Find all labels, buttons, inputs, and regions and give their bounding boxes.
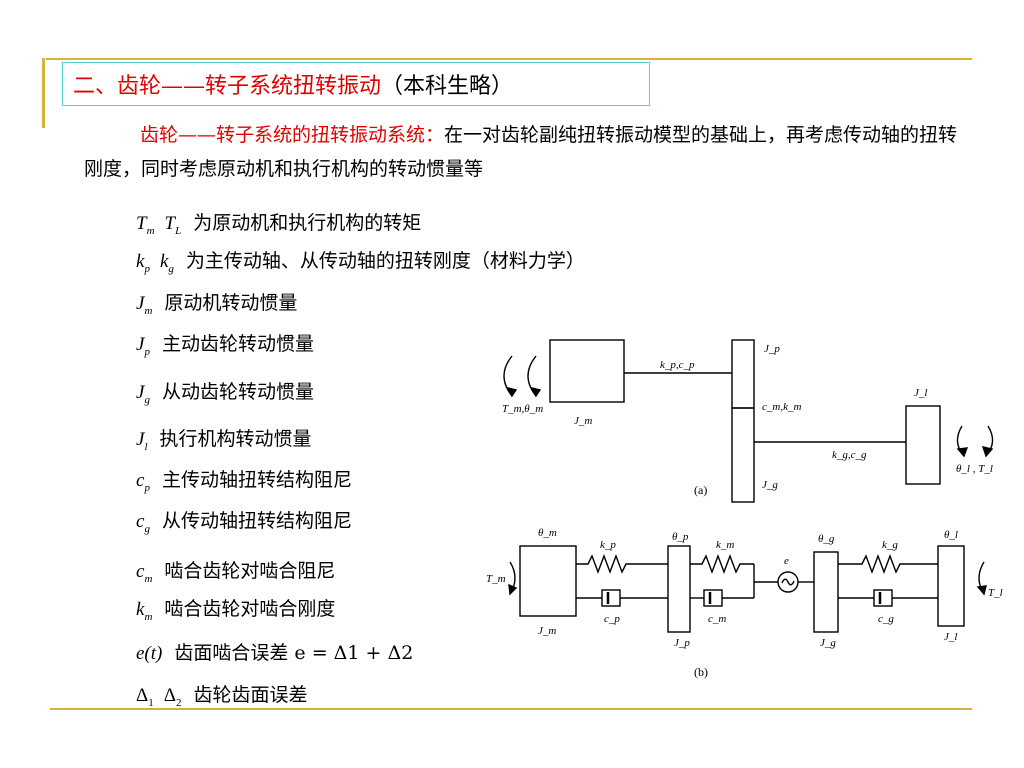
left-rule xyxy=(42,58,45,128)
spring-km-icon xyxy=(690,554,754,574)
label-kg-cg: k_g,c_g xyxy=(832,449,867,461)
definition-symbol: cg xyxy=(136,511,150,535)
definition-symbol: Jl xyxy=(136,429,148,453)
diagram-b xyxy=(508,545,987,633)
definition-symbol: cp xyxy=(136,470,150,494)
label-theta-g: θ_g xyxy=(818,533,835,545)
driving-gear-block xyxy=(667,545,691,633)
label-Jp-a: J_p xyxy=(764,343,780,355)
label-Jm-a: J_m xyxy=(574,415,592,427)
label-cm-b: c_m xyxy=(708,613,726,625)
definition-row: Jm 原动机转动惯量 xyxy=(136,288,297,317)
label-Tl-b: T_l xyxy=(988,587,1003,599)
label-Jp-b: J_p xyxy=(674,637,690,649)
label-kg-b: k_g xyxy=(882,539,898,551)
caption-b: (b) xyxy=(694,665,708,679)
spring-kg-icon xyxy=(838,554,938,574)
definition-row: km 啮合齿轮对啮合刚度 xyxy=(136,594,335,623)
intro-text: 在一对齿轮副纯扭转振动模型的基础上，再考虑传动轴的扭转刚度，同时考虑原动机和执行… xyxy=(84,124,958,180)
definition-row: cg 从传动轴扭转结构阻尼 xyxy=(136,506,352,535)
definition-row: e(t) 齿面啮合误差 e = Δ1 + Δ2 xyxy=(136,638,413,665)
definition-symbol: Jg xyxy=(136,382,150,406)
label-e: e xyxy=(784,555,789,567)
slide-title: 二、齿轮——转子系统扭转振动（本科生略） xyxy=(62,62,650,106)
intro-paragraph: 齿轮——转子系统的扭转振动系统：在一对齿轮副纯扭转振动模型的基础上，再考虑传动轴… xyxy=(84,118,976,186)
definition-text: 为主传动轴、从传动轴的扭转刚度（材料力学） xyxy=(185,250,585,272)
definition-text: 执行机构转动惯量 xyxy=(159,428,312,450)
label-Tm-b: T_m xyxy=(486,573,506,585)
label-theta-l: θ_l xyxy=(944,529,958,541)
definition-text: 为原动机和执行机构的转矩 xyxy=(193,212,422,234)
motor-inertia-block xyxy=(549,339,625,403)
load-inertia-block xyxy=(937,545,965,627)
motor-inertia-block xyxy=(519,545,577,617)
intro-lead: 齿轮——转子系统的扭转振动系统： xyxy=(140,124,445,146)
label-Jg-b: J_g xyxy=(820,637,836,649)
definition-text: 齿轮齿面误差 xyxy=(193,684,308,706)
definition-text: 主传动轴扭转结构阻尼 xyxy=(161,469,352,491)
definition-text: 啮合齿轮对啮合刚度 xyxy=(164,598,336,620)
definition-row: cm 啮合齿轮对啮合阻尼 xyxy=(136,556,335,585)
label-Jl-b: J_l xyxy=(944,631,957,643)
title-main: 二、齿轮——转子系统扭转振动 xyxy=(73,74,382,99)
label-cm-km: c_m,k_m xyxy=(762,401,801,413)
definition-text: 从传动轴扭转结构阻尼 xyxy=(161,510,352,532)
definition-row: Jl 执行机构转动惯量 xyxy=(136,424,312,453)
definition-symbol: Jm xyxy=(136,293,153,317)
bottom-rule xyxy=(50,708,972,710)
definition-symbol: km xyxy=(136,599,153,623)
label-theta-p: θ_p xyxy=(672,531,689,543)
label-kp-cp: k_p,c_p xyxy=(660,359,695,371)
caption-a: (a) xyxy=(694,483,707,497)
gear-rotor-diagram: T_m,θ_m J_m k_p,c_p J_p c_m,k_m J_g k_g,… xyxy=(486,339,1003,679)
definition-text: 齿面啮合误差 e = Δ1 + Δ2 xyxy=(174,642,414,664)
label-Jl-a: J_l xyxy=(914,387,927,399)
label-cg-b: c_g xyxy=(878,613,894,625)
definition-symbol: e(t) xyxy=(136,643,163,664)
definition-text: 啮合齿轮对啮合阻尼 xyxy=(164,560,336,582)
label-output: θ_l , T_l xyxy=(956,463,993,475)
spring-kp-icon xyxy=(576,554,668,574)
label-Jg-a: J_g xyxy=(762,479,778,491)
definition-row: cp 主传动轴扭转结构阻尼 xyxy=(136,465,352,494)
label-cp-b: c_p xyxy=(604,613,620,625)
definition-symbol: Jp xyxy=(136,334,150,358)
label-Jm-b: J_m xyxy=(538,625,556,637)
definition-text: 主动齿轮转动惯量 xyxy=(161,333,314,355)
driving-gear-block xyxy=(731,339,755,409)
top-rule xyxy=(46,58,972,60)
driven-gear-block xyxy=(813,551,839,633)
definition-symbol: cm xyxy=(136,561,153,585)
load-inertia-block xyxy=(905,405,941,485)
title-suffix: （本科生略） xyxy=(381,74,514,99)
definition-text: 从动齿轮转动惯量 xyxy=(161,381,314,403)
label-kp-b: k_p xyxy=(600,539,616,551)
label-input: T_m,θ_m xyxy=(502,403,543,415)
definition-text: 原动机转动惯量 xyxy=(164,292,298,314)
label-theta-m: θ_m xyxy=(538,527,557,539)
definition-row: Jg 从动齿轮转动惯量 xyxy=(136,377,314,406)
diagram-a xyxy=(503,339,994,503)
label-km-b: k_m xyxy=(716,539,734,551)
definition-row: Jp 主动齿轮转动惯量 xyxy=(136,329,314,358)
driven-gear-block xyxy=(731,407,755,503)
